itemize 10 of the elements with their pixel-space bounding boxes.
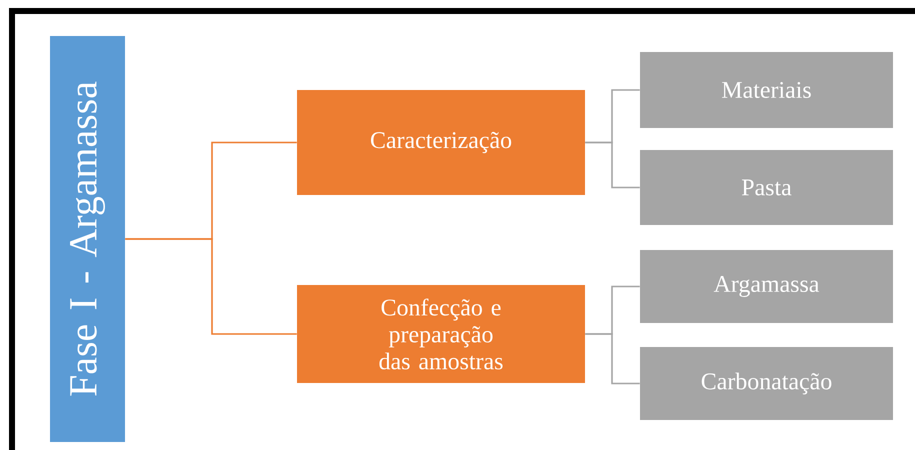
process-box: Confecção e preparação das amostras (297, 285, 585, 383)
item-box: Materiais (640, 52, 893, 128)
connector (585, 142, 640, 188)
item-box: Carbonatação (640, 347, 893, 420)
item-box: Pasta (640, 150, 893, 225)
connector (125, 238, 297, 335)
item-box: Argamassa (640, 250, 893, 323)
phase-box: Fase I - Argamassa (50, 36, 125, 442)
connector (585, 333, 640, 384)
process-box: Caracterização (297, 90, 585, 195)
